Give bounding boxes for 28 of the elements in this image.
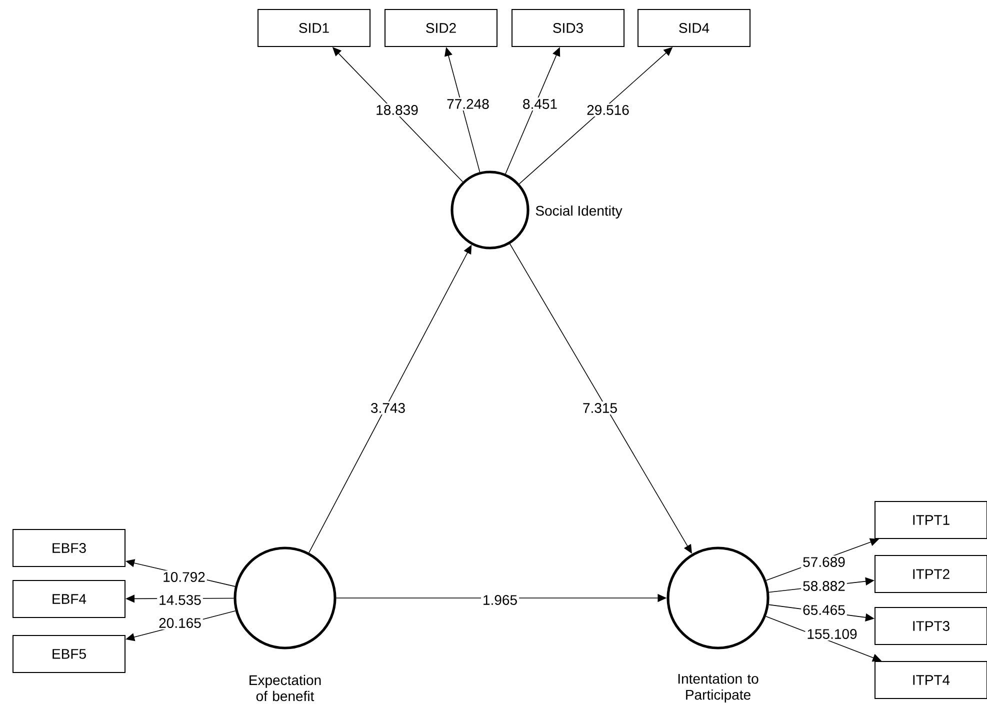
- indicator-box: EBF5: [12, 635, 126, 673]
- indicator-box: SID1: [258, 9, 370, 47]
- indicator-box: EBF4: [12, 580, 126, 618]
- indicator-box: ITPT1: [874, 501, 987, 539]
- edge-label: 7.315: [581, 402, 620, 414]
- indicator-box: EBF3: [12, 529, 126, 567]
- edge-label: 14.535: [157, 594, 203, 606]
- construct-label: Intentation to Participate: [678, 673, 758, 703]
- edge-label: 10.792: [161, 570, 207, 584]
- indicator-box: SID3: [512, 9, 624, 47]
- indicator-box: ITPT4: [874, 661, 987, 699]
- edge-label: 57.689: [801, 556, 847, 568]
- indicator-box: SID4: [638, 9, 750, 47]
- edge-label: 155.109: [805, 628, 859, 640]
- construct-label: Expectation of benefit: [250, 674, 321, 702]
- edge-label: 3.743: [369, 402, 408, 414]
- construct-label: Social Identity: [536, 205, 622, 219]
- edge-label: 77.248: [445, 98, 491, 110]
- edge-label: 1.965: [481, 594, 520, 606]
- edge-label: 8.451: [521, 98, 560, 110]
- edge-label: 65.465: [801, 604, 847, 616]
- edge-label: 20.165: [157, 616, 203, 630]
- edge-label: 29.516: [585, 104, 631, 116]
- indicator-box: ITPT3: [874, 607, 987, 645]
- indicator-box: ITPT2: [874, 555, 987, 593]
- edge-label: 58.882: [801, 580, 847, 592]
- indicator-box: SID2: [384, 9, 498, 47]
- edge-label: 18.839: [374, 104, 420, 116]
